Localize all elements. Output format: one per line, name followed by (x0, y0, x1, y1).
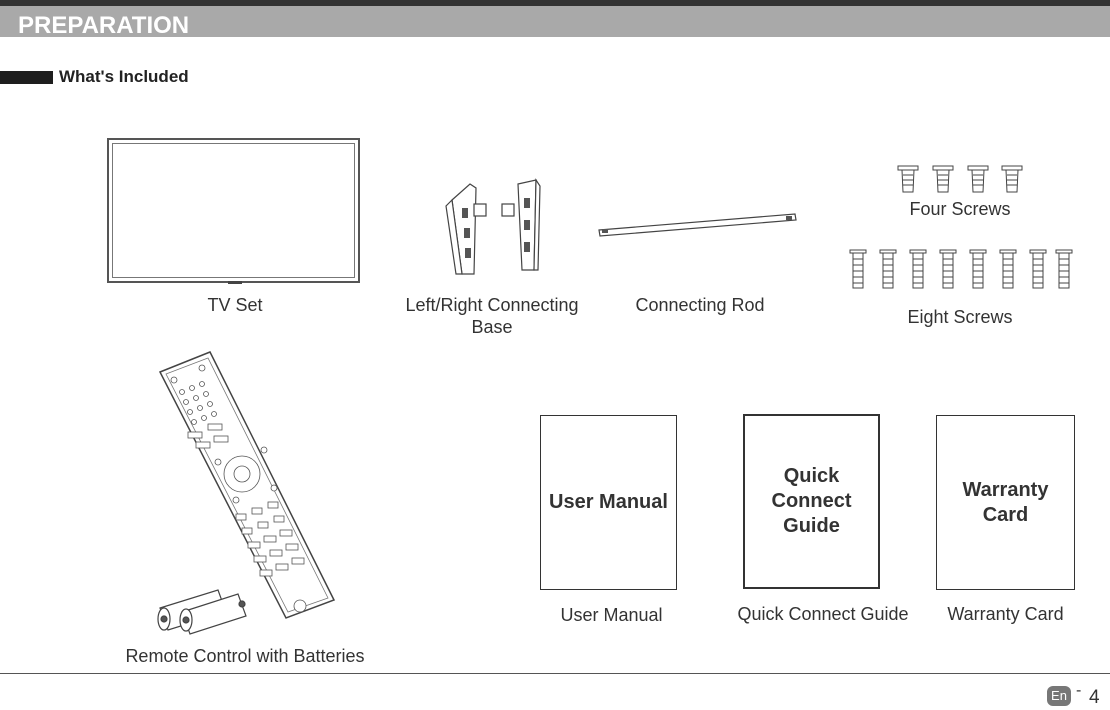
subsection-title: What's Included (59, 67, 189, 86)
tv-stand-illustration (228, 281, 242, 284)
eight-screws-illustration (849, 249, 1073, 289)
page-separator: - (1076, 682, 1082, 699)
four-screws-illustration (897, 165, 1023, 193)
footer-rule (0, 673, 1110, 674)
eight-screws-caption: Eight Screws (907, 307, 1013, 327)
quick-connect-guide-caption: Quick Connect Guide (737, 604, 909, 624)
user-manual-caption: User Manual (560, 605, 663, 625)
warranty-card-caption: Warranty Card (947, 604, 1064, 624)
connecting-base-caption: Left/Right Connecting Base (405, 295, 579, 337)
top-rule (0, 0, 1110, 6)
tv-set-caption: TV Set (207, 295, 263, 315)
connecting-base-illustration (445, 178, 541, 275)
four-screws-caption: Four Screws (909, 199, 1011, 219)
subsection-marker (0, 71, 53, 84)
language-badge: En (1047, 686, 1071, 706)
connecting-rod-illustration (598, 213, 797, 237)
remote-control-illustration (158, 351, 336, 619)
quick-connect-guide-illustration: Quick Connect Guide (743, 414, 880, 589)
page-number: 4 (1089, 687, 1100, 708)
section-header-band (0, 6, 1110, 37)
page-title: PREPARATION (18, 12, 190, 39)
remote-control-caption: Remote Control with Batteries (125, 646, 365, 666)
user-manual-illustration: User Manual (540, 415, 677, 590)
warranty-card-illustration: Warranty Card (936, 415, 1075, 590)
batteries-illustration (157, 589, 247, 635)
connecting-rod-caption: Connecting Rod (635, 295, 765, 315)
tv-set-illustration (107, 138, 360, 283)
